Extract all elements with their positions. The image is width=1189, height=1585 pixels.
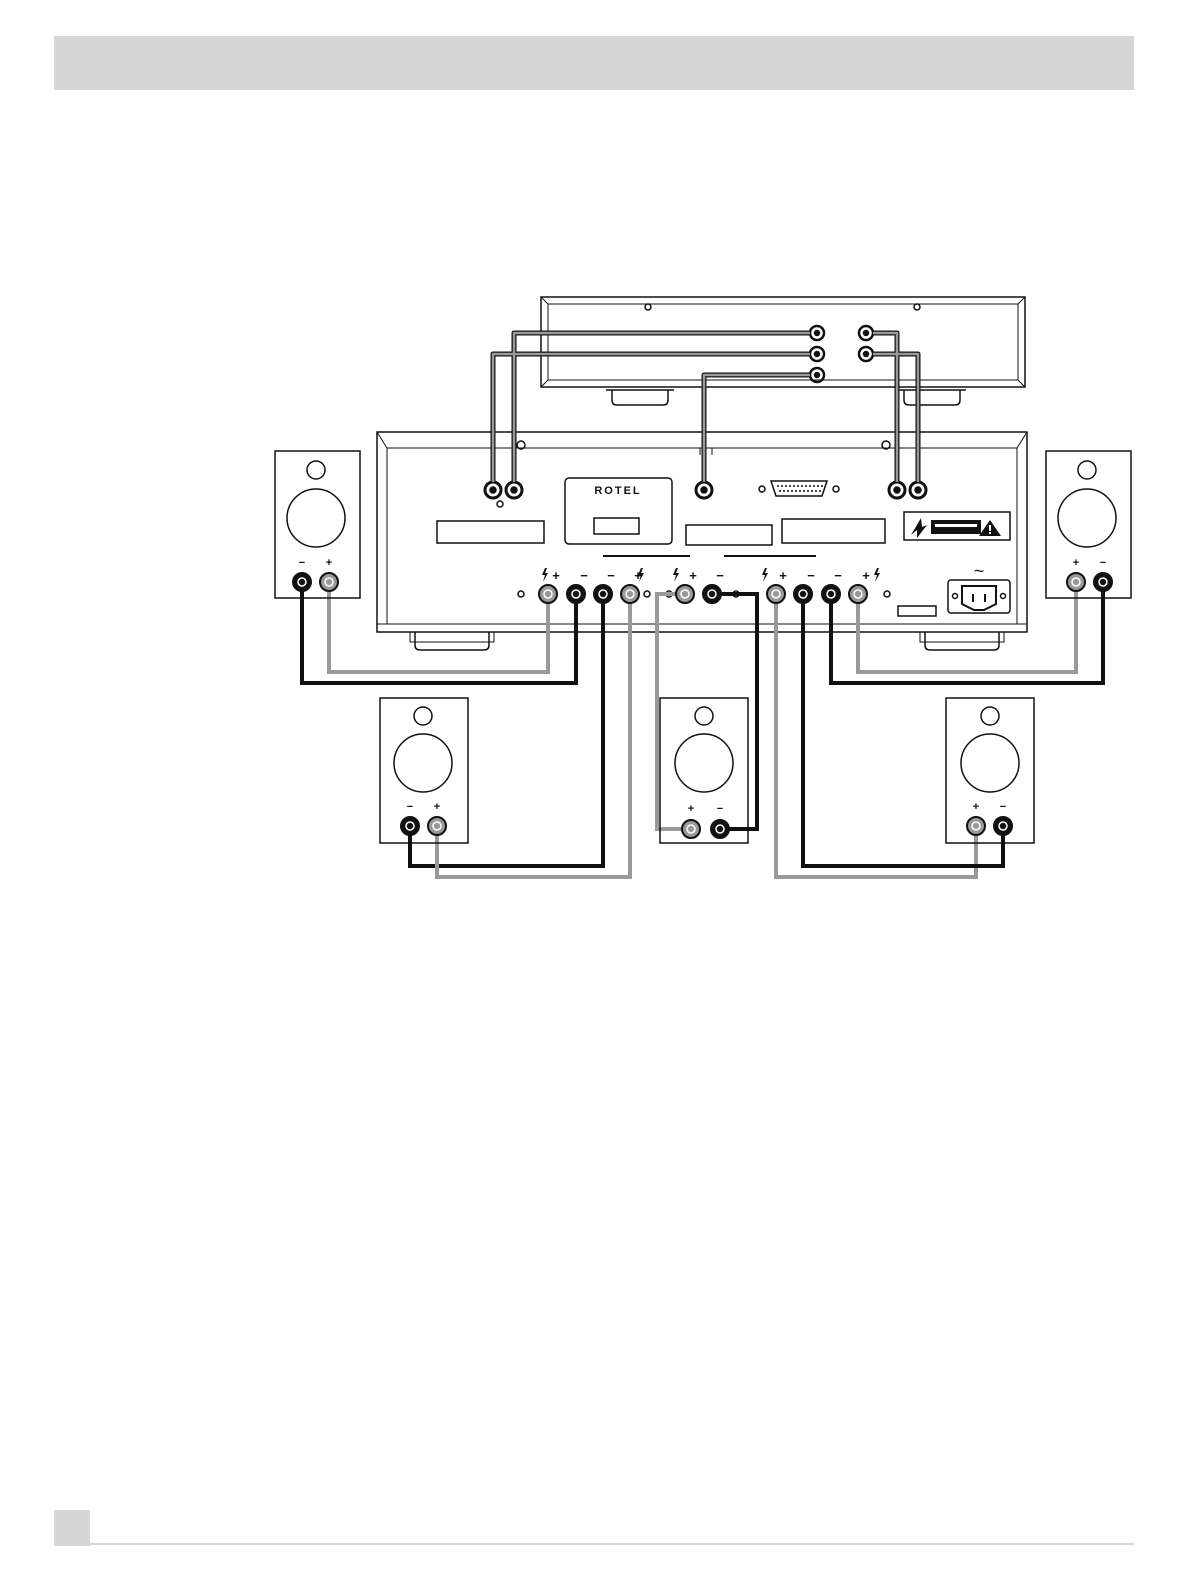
interconnect-cables (493, 333, 918, 482)
speaker-icon (380, 698, 468, 843)
terminal-label: + (634, 568, 642, 583)
footer-rule (90, 1543, 1134, 1545)
lightning-icon (762, 568, 768, 582)
speaker-terminal-label: − (407, 801, 413, 813)
ac-symbol-label: ~ (974, 561, 985, 581)
speaker-icon (1046, 451, 1131, 598)
terminal-label: − (807, 568, 815, 583)
binding-post-negative (794, 585, 812, 603)
speaker-terminal-label: + (434, 801, 440, 813)
amp-terminal-labels: + − − + + − + − − + (552, 568, 870, 583)
warning-label (904, 512, 1010, 540)
speaker-terminal-label: − (1100, 557, 1106, 569)
speaker-terminal-label: − (717, 803, 723, 815)
speaker-icon (660, 698, 748, 843)
screw-icon (645, 304, 651, 310)
speaker-terminal-label: + (326, 557, 332, 569)
terminal-label: + (779, 568, 787, 583)
source-unit (541, 297, 1025, 405)
lightning-icon (911, 518, 927, 538)
binding-post-negative (822, 585, 840, 603)
lightning-icon (542, 568, 548, 582)
binding-post-positive (767, 585, 785, 603)
speaker-front-right: + − (1046, 451, 1131, 598)
ac-inlet-icon (948, 580, 1010, 613)
speaker-icon (275, 451, 360, 598)
terminal-label: + (689, 568, 697, 583)
binding-post-negative (567, 585, 585, 603)
terminal-label: + (862, 568, 870, 583)
terminal-label: − (716, 568, 724, 583)
binding-post-negative (594, 585, 612, 603)
speaker-icon (946, 698, 1034, 843)
speaker-terminal-label: + (973, 801, 979, 813)
speaker-terminal-label: + (688, 803, 694, 815)
screw-icon (497, 501, 503, 507)
screw-icon (833, 486, 839, 492)
amplifier-input-jacks (485, 482, 926, 498)
db25-connector (759, 481, 839, 496)
binding-post-positive (676, 585, 694, 603)
terminal-label: − (834, 568, 842, 583)
binding-post-positive (539, 585, 557, 603)
speaker-center: + − (660, 698, 748, 843)
lightning-icons (542, 568, 880, 582)
binding-post-positive (621, 585, 639, 603)
screw-icon (884, 591, 890, 597)
speaker-terminal-label: − (299, 557, 305, 569)
screw-icon (914, 304, 920, 310)
lightning-icon (874, 568, 880, 582)
speaker-terminal-label: + (1073, 557, 1079, 569)
binding-post-positive (849, 585, 867, 603)
screw-icon (644, 591, 650, 597)
lightning-icon (673, 568, 679, 582)
screw-icon (759, 486, 765, 492)
terminal-label: − (607, 568, 615, 583)
brand-logo: ROTEL (594, 485, 641, 497)
speaker-front-left: − + (275, 451, 360, 598)
screw-icon (518, 591, 524, 597)
speaker-rear-left: − + (380, 698, 468, 843)
amp-binding-posts (539, 585, 867, 603)
terminal-label: − (580, 568, 588, 583)
speaker-rear-right: + − (946, 698, 1034, 843)
source-output-jacks (810, 326, 873, 382)
binding-post-negative (703, 585, 721, 603)
page-number-box (54, 1510, 90, 1546)
speaker-terminal-label: − (1000, 801, 1006, 813)
terminal-label: + (552, 568, 560, 583)
